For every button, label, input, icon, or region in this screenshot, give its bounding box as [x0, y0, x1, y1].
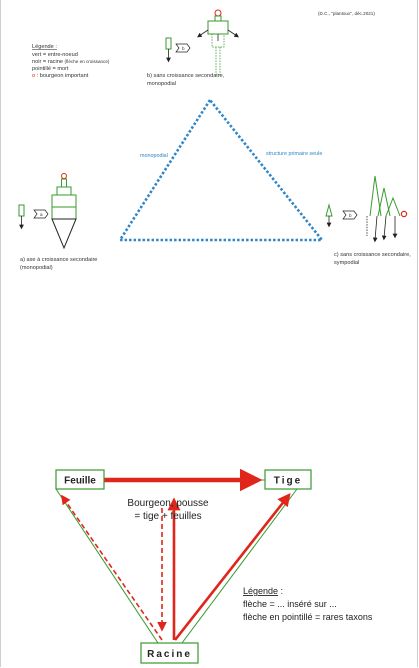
bottom-legend-line2: flèche en pointillé = rares taxons	[243, 612, 373, 622]
arrow-racine-to-feuille-dashed	[61, 494, 163, 641]
node-feuille: Feuille	[55, 469, 105, 490]
svg-text:b: b	[182, 46, 185, 51]
node-racine-label: Racine	[147, 649, 192, 660]
caption-b-line2: monopodial	[147, 81, 176, 87]
top-legend-line3: pointillé = mort	[32, 66, 69, 72]
edge-label-right: structure primaire seule	[266, 151, 322, 157]
edge-label-left: monopodial	[140, 153, 168, 159]
small-stem-c-icon	[325, 203, 333, 228]
phylo-triangle	[117, 97, 325, 242]
top-legend-line2: noir = racine (flèche en croissance)	[32, 59, 110, 65]
plant-a-icon	[51, 173, 77, 250]
top-legend-title: Légende :	[32, 44, 57, 50]
top-legend-line1: vert = entre-noeud	[32, 52, 78, 58]
small-stem-a-icon	[18, 204, 25, 230]
arrow-racine-to-tige	[173, 492, 291, 641]
tag-c-arrow-icon: b	[342, 210, 358, 220]
triangle-edge-left	[55, 488, 159, 644]
tag-a-arrow-icon: a	[33, 209, 49, 219]
node-racine: Racine	[140, 642, 199, 664]
tag-b-arrow-icon: b	[175, 43, 191, 53]
small-stem-b-icon	[165, 37, 172, 63]
plant-b-icon	[197, 9, 239, 76]
credit-text: (D.C., "plantoux", déc.2021)	[318, 11, 375, 16]
top-legend-line4: o : bourgeon important	[32, 73, 89, 79]
caption-c-line2: sympodial	[334, 260, 359, 266]
node-feuille-label: Feuille	[64, 476, 96, 487]
svg-text:b: b	[349, 213, 352, 218]
node-tige: Tige	[264, 469, 312, 490]
node-tige-label: Tige	[274, 476, 302, 487]
bottom-legend-title: Légende :	[243, 586, 283, 596]
top-legend: Légende : vert = entre-noeud noir = raci…	[32, 44, 110, 79]
center-caption-line2: = tige + feuilles	[134, 511, 201, 522]
plant-c-icon	[366, 175, 408, 243]
caption-a-line1: a) axe à croissance secondaire	[20, 257, 97, 263]
caption-c-line1: c) sans croissance secondaire,	[334, 252, 411, 258]
bottom-legend-line1: flèche = ... inséré sur ...	[243, 599, 337, 609]
triangle-edge-right	[181, 488, 298, 644]
bottom-legend: Légende : flèche = ... inséré sur ... fl…	[243, 586, 373, 622]
svg-text:a: a	[40, 212, 43, 217]
caption-a-line2: (monopodial)	[20, 265, 53, 271]
center-caption-line1: Bourgeon, pousse	[127, 498, 209, 509]
caption-b-line1: b) sans croissance secondaire,	[147, 73, 225, 79]
